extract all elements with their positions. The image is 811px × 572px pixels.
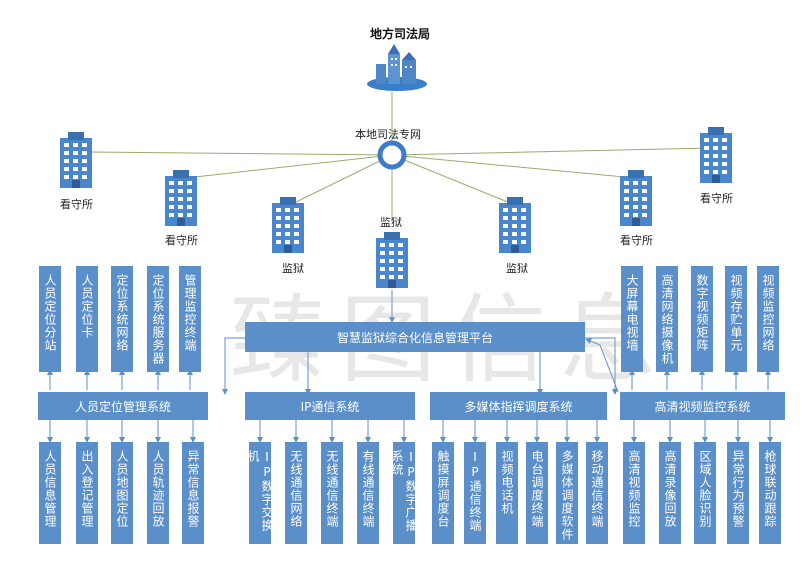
city-icon xyxy=(367,44,427,91)
ip-function-box: 有线通信终端 xyxy=(357,442,379,544)
upper-right-box: 视频监控网络 xyxy=(757,266,779,372)
ip-function-box: 无线通信终端 xyxy=(321,442,343,544)
video-function-box: 异常行为预警 xyxy=(727,442,749,544)
upper-right-box: 视频存贮单元 xyxy=(725,266,747,372)
building-icon xyxy=(499,197,531,253)
upper-left-box: 定位系统网络 xyxy=(111,266,133,372)
upper-left-box: 定位系统服务器 xyxy=(147,266,169,372)
system-video-bar: 高清视频监控系统 xyxy=(620,392,785,420)
multimedia-function-box: IP通信终端 xyxy=(464,442,486,544)
personnel-function-box: 人员轨迹回放 xyxy=(147,442,169,544)
video-function-box: 枪球联动跟踪 xyxy=(759,442,781,544)
ip-function-box: 无线通信网络 xyxy=(285,442,307,544)
site-label: 看守所 xyxy=(620,234,653,247)
site-label: 看守所 xyxy=(700,192,733,205)
multimedia-function-box: 视频电话机 xyxy=(496,442,518,544)
video-function-box: 区域人脸识别 xyxy=(694,442,716,544)
ip-function-box: IP数字广播系统 xyxy=(390,442,418,544)
multimedia-function-box: 多媒体调度软件 xyxy=(556,442,578,544)
personnel-function-box: 异常信息报警 xyxy=(182,442,204,544)
building-icon xyxy=(620,170,652,226)
ip-function-box: IP数字交换机 xyxy=(246,442,274,544)
upper-left-box: 管理监控终端 xyxy=(179,266,201,372)
system-personnel-bar: 人员定位管理系统 xyxy=(38,392,208,420)
upper-right-box: 数字视频矩阵 xyxy=(691,266,713,372)
system-ip-bar: IP通信系统 xyxy=(245,392,415,420)
video-function-box: 高清录像回放 xyxy=(659,442,681,544)
multimedia-function-box: 电台调度终端 xyxy=(526,442,548,544)
top-title: 地方司法局 xyxy=(370,27,431,41)
upper-right-box: 大屏幕电视墙 xyxy=(621,266,643,372)
building-icon xyxy=(272,197,304,253)
site-label: 监狱 xyxy=(282,262,304,275)
building-icon xyxy=(165,170,197,226)
platform-bar: 智慧监狱综合化信息管理平台 xyxy=(245,322,585,352)
building-icon xyxy=(376,232,408,288)
network-hub-icon xyxy=(377,140,407,170)
upper-left-box: 人员定位卡 xyxy=(76,266,98,372)
personnel-function-box: 人员地图定位 xyxy=(111,442,133,544)
network-label: 本地司法专网 xyxy=(355,128,421,141)
site-label: 看守所 xyxy=(60,198,93,211)
site-label: 看守所 xyxy=(165,234,198,247)
multimedia-function-box: 触摸屏调度台 xyxy=(432,442,454,544)
building-icon xyxy=(60,132,92,188)
multimedia-function-box: 移动通信终端 xyxy=(586,442,608,544)
video-function-box: 高清视频监控 xyxy=(623,442,645,544)
upper-left-box: 人员定位分站 xyxy=(39,266,61,372)
site-label: 监狱 xyxy=(506,262,528,275)
building-icon xyxy=(700,127,732,183)
system-multimedia-bar: 多媒体指挥调度系统 xyxy=(430,392,607,420)
upper-right-box: 高清网络摄像机 xyxy=(656,266,678,372)
personnel-function-box: 人员信息管理 xyxy=(39,442,61,544)
site-label: 监狱 xyxy=(380,216,402,229)
personnel-function-box: 出入登记管理 xyxy=(76,442,98,544)
